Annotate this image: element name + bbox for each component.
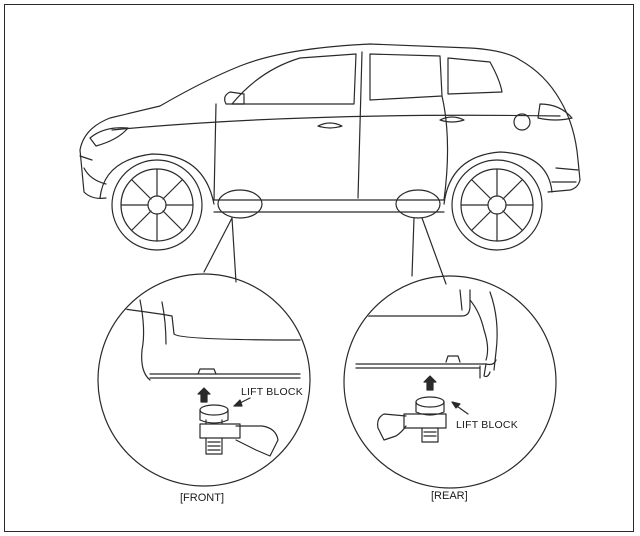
front-lift-block-label: LIFT BLOCK <box>241 386 303 398</box>
front-window <box>231 53 357 105</box>
body-crease <box>111 114 561 131</box>
quarter-window <box>447 57 503 95</box>
fuel-door <box>513 113 531 131</box>
front-wheel-arch <box>99 153 215 205</box>
front-caption: [FRONT] <box>180 492 224 504</box>
front-bumper <box>79 155 107 185</box>
tail-light <box>537 103 573 121</box>
door-handles <box>317 116 465 129</box>
front-detail-view <box>97 273 311 487</box>
front-detail-circle <box>97 273 311 487</box>
side-mirror <box>224 91 245 105</box>
vehicle-side-view <box>79 43 581 251</box>
rear-lift-point-marker <box>395 189 441 219</box>
rear-wheel-arch <box>443 151 553 205</box>
front-lift-block <box>199 404 279 457</box>
rocker-panel <box>213 199 445 213</box>
rear-detail-circle <box>343 275 557 489</box>
rear-bumper <box>551 167 579 183</box>
front-wheel <box>111 159 203 251</box>
rear-lift-arrow <box>423 375 437 391</box>
rear-wheel <box>451 159 543 251</box>
front-lift-arrow <box>197 387 211 403</box>
front-callout-lines <box>203 217 237 283</box>
rear-lift-block-label: LIFT BLOCK <box>456 419 518 431</box>
door-seams <box>213 51 449 201</box>
rear-window <box>369 53 443 101</box>
car-body-outline <box>79 43 581 199</box>
front-lift-point-marker <box>217 189 263 219</box>
diagram-frame <box>4 4 634 532</box>
rear-callout-lines <box>411 217 447 285</box>
rear-caption: [REAR] <box>431 490 468 502</box>
headlight <box>89 127 129 147</box>
rear-lift-block <box>377 396 447 443</box>
rear-detail-view <box>343 275 557 489</box>
